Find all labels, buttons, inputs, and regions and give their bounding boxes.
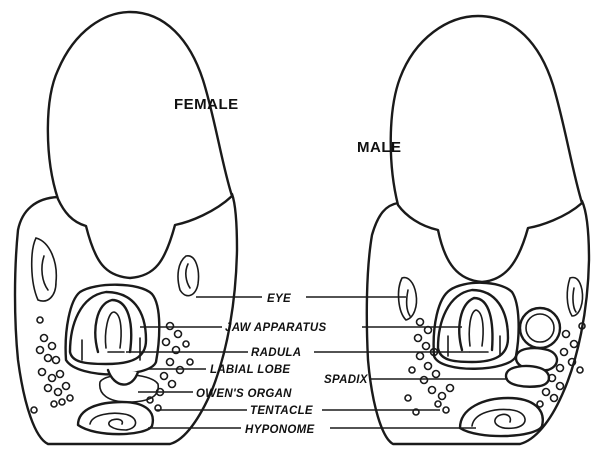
label-radula: RADULA (251, 347, 301, 359)
female-eye-left (32, 238, 57, 301)
male-title: MALE (357, 139, 402, 156)
label-eye: EYE (267, 293, 291, 305)
label-jaw-apparatus: JAW APPARATUS (225, 322, 326, 334)
female-eye-right (178, 256, 199, 296)
male-hood (391, 16, 582, 282)
label-labial-lobe: LABIAL LOBE (210, 364, 290, 376)
label-tentacle: TENTACLE (250, 405, 313, 417)
male-hyponome (460, 398, 543, 436)
male-head (367, 16, 589, 444)
female-title: FEMALE (174, 96, 239, 113)
female-head (15, 12, 237, 444)
label-owens-organ: OWEN'S ORGAN (196, 388, 292, 400)
female-hood (48, 12, 232, 278)
label-spadix: SPADIX (324, 374, 369, 386)
label-hyponome: HYPONOME (245, 424, 315, 436)
